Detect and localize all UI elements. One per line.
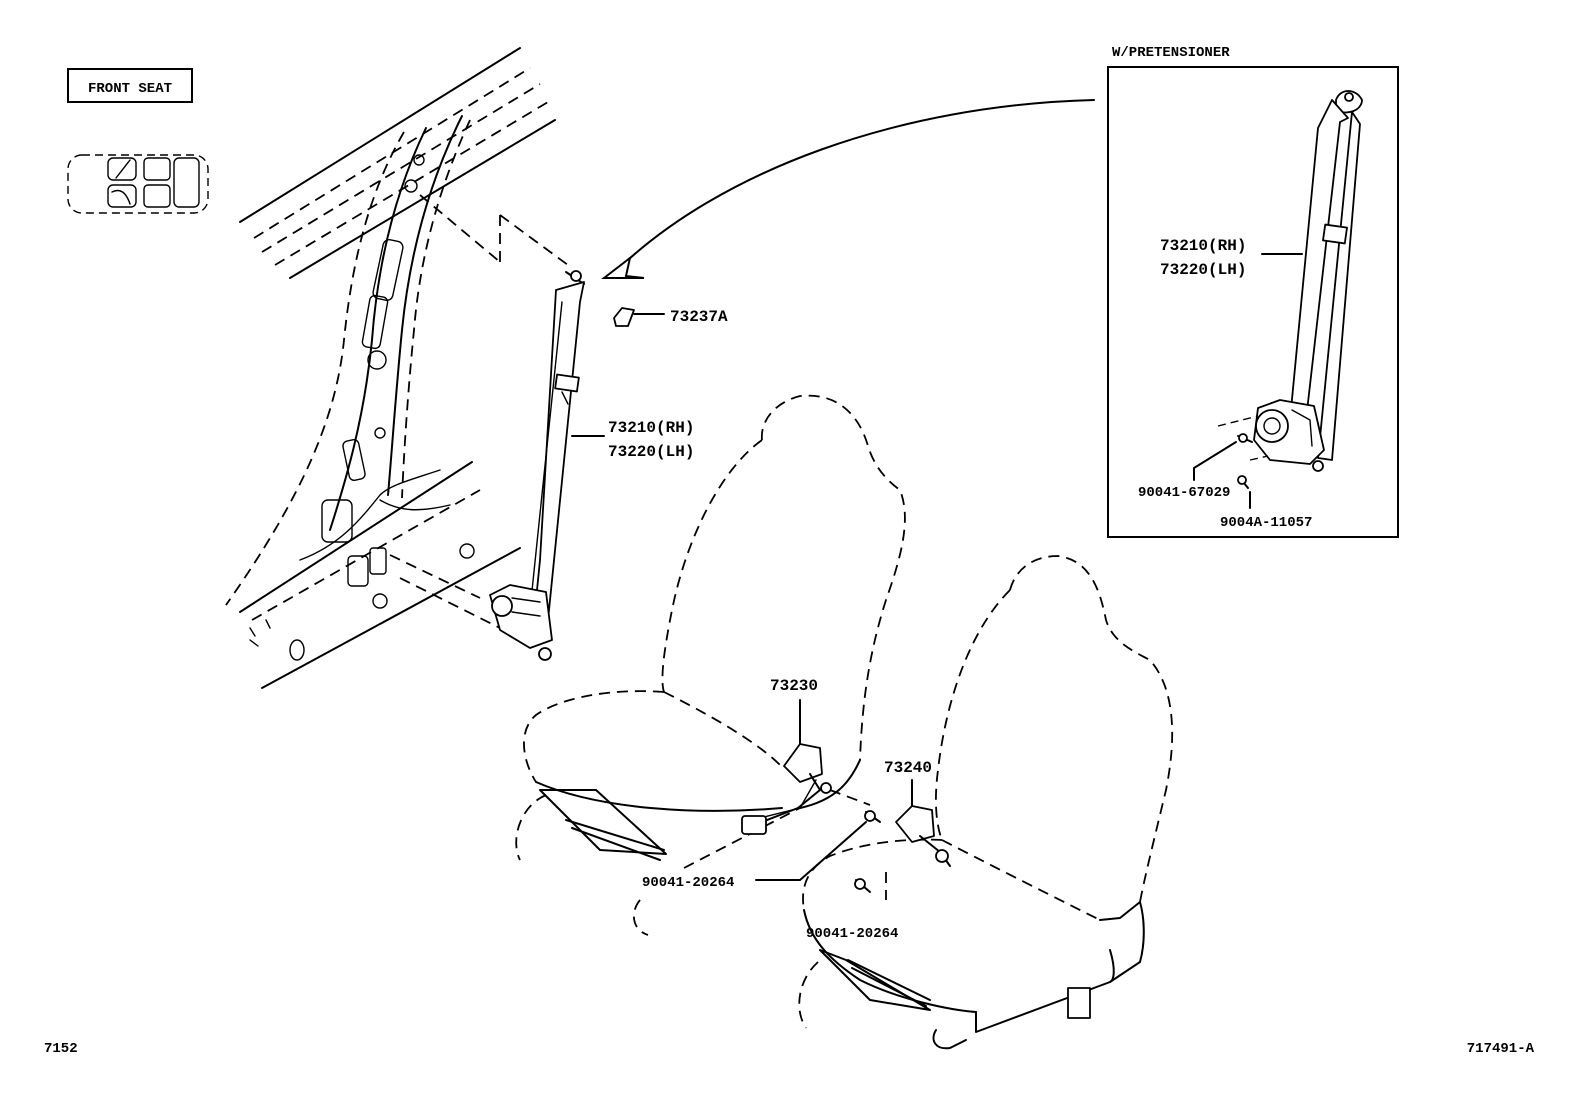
illustration-id: 717491-A [1467,1041,1535,1057]
label-73237a: 73237A [670,308,728,326]
inset-title: W/PRETENSIONER [1112,45,1230,61]
front-seat-left [798,555,1174,1050]
inset-label-90041-67029: 90041-67029 [1138,485,1230,501]
pillar-panel [225,47,573,689]
seatbelt-retractor [489,270,585,661]
label-73220-lh: 73220(LH) [608,443,694,461]
front-seat-box: FRONT SEAT [67,68,193,103]
inset-label-73210-rh: 73210(RH) [1160,237,1246,255]
label-73230: 73230 [770,677,818,695]
label-73210-rh: 73210(RH) [608,419,694,437]
inset-label-73220-lh: 73220(LH) [1160,261,1246,279]
pretensioner-inset [1107,66,1399,538]
label-73240: 73240 [884,759,932,777]
arrow-curve [601,99,1095,279]
cover-part [613,307,665,327]
inset-label-9004a-11057: 9004A-11057 [1220,515,1312,531]
label-90041-20264-upper: 90041-20264 [642,875,734,891]
label-90041-20264-lower: 90041-20264 [806,926,898,942]
seat-layout-icon [67,154,209,214]
page-code: 7152 [44,1041,78,1057]
front-seat-label: FRONT SEAT [88,81,172,97]
front-seat-right [515,394,906,936]
